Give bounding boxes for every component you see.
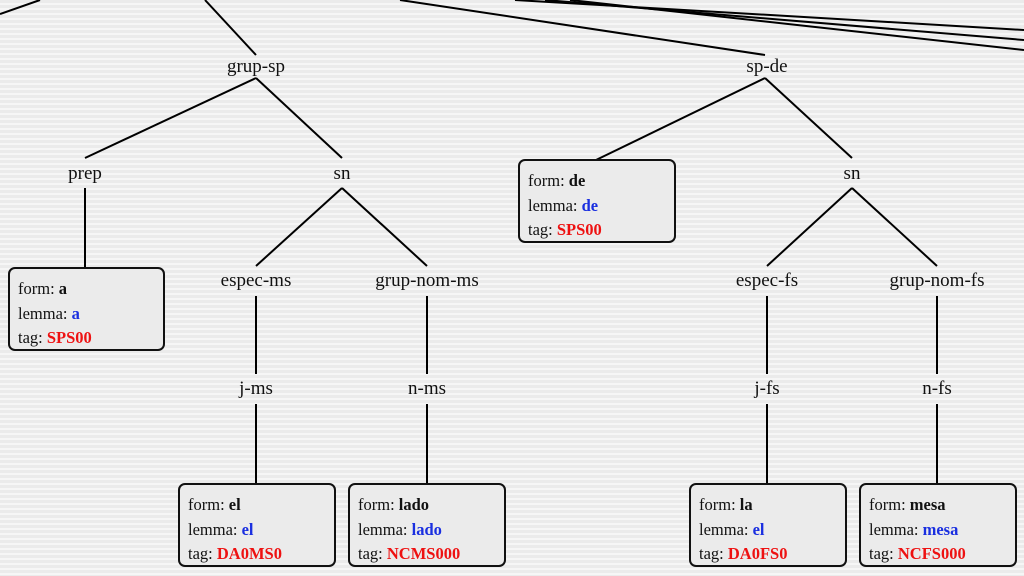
form-key: form: bbox=[18, 279, 55, 298]
node-prep: prep bbox=[68, 163, 102, 184]
lemma-value: de bbox=[581, 195, 599, 215]
edge-sp-de-sn bbox=[764, 77, 853, 159]
node-grup-nom-ms: grup-nom-ms bbox=[375, 270, 479, 291]
tag-key: tag: bbox=[358, 544, 383, 563]
edge-sn-grup-nom-ms bbox=[341, 187, 428, 267]
form-value: lado bbox=[398, 495, 430, 514]
node-sp-de: sp-de bbox=[746, 56, 788, 77]
leaf-lemma-row: lemma: a bbox=[18, 302, 163, 327]
node-grup-nom-fs: grup-nom-fs bbox=[889, 270, 985, 291]
leaf-box-a: form: a lemma: a tag: SPS00 bbox=[8, 267, 165, 351]
node-grup-sp: grup-sp bbox=[226, 56, 286, 77]
node-j-ms: j-ms bbox=[239, 378, 273, 399]
leaf-tag-row: tag: NCFS000 bbox=[869, 542, 1015, 567]
node-j-fs: j-fs bbox=[754, 378, 780, 399]
edge-grup-sp-sn bbox=[255, 77, 343, 159]
form-key: form: bbox=[358, 495, 395, 514]
leaf-lemma-row: lemma: el bbox=[699, 518, 845, 543]
form-key: form: bbox=[528, 171, 565, 190]
tag-key: tag: bbox=[528, 220, 553, 239]
tag-value: DA0FS0 bbox=[727, 544, 788, 563]
lemma-key: lemma: bbox=[358, 519, 408, 539]
lemma-value: a bbox=[71, 303, 80, 323]
form-key: form: bbox=[188, 495, 225, 514]
edge-sn-espec-fs bbox=[766, 187, 853, 267]
node-sn-right: sn bbox=[843, 163, 861, 184]
leaf-tag-row: tag: SPS00 bbox=[18, 326, 163, 351]
leaf-box-el: form: el lemma: el tag: DA0MS0 bbox=[178, 483, 336, 567]
lemma-key: lemma: bbox=[188, 519, 238, 539]
lemma-value: el bbox=[752, 519, 765, 539]
lemma-key: lemma: bbox=[18, 303, 68, 323]
tag-value: SPS00 bbox=[556, 220, 602, 239]
edge-grup-sp-prep bbox=[84, 77, 257, 159]
form-value: a bbox=[58, 279, 68, 298]
lemma-value: mesa bbox=[922, 519, 959, 539]
leaf-tag-row: tag: DA0FS0 bbox=[699, 542, 845, 567]
leaf-form-row: form: la bbox=[699, 493, 845, 518]
leaf-form-row: form: a bbox=[18, 277, 163, 302]
tag-value: NCFS000 bbox=[897, 544, 966, 563]
lemma-value: el bbox=[241, 519, 254, 539]
tag-value: SPS00 bbox=[46, 328, 92, 347]
node-n-ms: n-ms bbox=[408, 378, 446, 399]
form-key: form: bbox=[869, 495, 906, 514]
leaf-form-row: form: de bbox=[528, 169, 674, 194]
tag-key: tag: bbox=[188, 544, 213, 563]
leaf-form-row: form: mesa bbox=[869, 493, 1015, 518]
node-n-fs: n-fs bbox=[922, 378, 952, 399]
lemma-key: lemma: bbox=[869, 519, 919, 539]
form-value: mesa bbox=[909, 495, 946, 514]
tag-key: tag: bbox=[18, 328, 43, 347]
form-value: la bbox=[739, 495, 753, 514]
leaf-lemma-row: lemma: mesa bbox=[869, 518, 1015, 543]
leaf-box-mesa: form: mesa lemma: mesa tag: NCFS000 bbox=[859, 483, 1017, 567]
node-espec-fs: espec-fs bbox=[735, 270, 799, 291]
leaf-form-row: form: el bbox=[188, 493, 334, 518]
leaf-lemma-row: lemma: el bbox=[188, 518, 334, 543]
tag-value: NCMS000 bbox=[386, 544, 461, 563]
leaf-tag-row: tag: DA0MS0 bbox=[188, 542, 334, 567]
form-key: form: bbox=[699, 495, 736, 514]
node-espec-ms: espec-ms bbox=[220, 270, 292, 291]
lemma-key: lemma: bbox=[528, 195, 578, 215]
edge-offscreen-grup-sp bbox=[204, 0, 257, 56]
edge-sn-espec-ms bbox=[255, 187, 343, 267]
tag-value: DA0MS0 bbox=[216, 544, 282, 563]
tag-key: tag: bbox=[869, 544, 894, 563]
leaf-tag-row: tag: NCMS000 bbox=[358, 542, 504, 567]
form-value: de bbox=[568, 171, 586, 190]
leaf-box-lado: form: lado lemma: lado tag: NCMS000 bbox=[348, 483, 506, 567]
lemma-value: lado bbox=[411, 519, 442, 539]
edge-offscreen-sp-de bbox=[399, 0, 766, 56]
leaf-lemma-row: lemma: de bbox=[528, 194, 674, 219]
leaf-tag-row: tag: SPS00 bbox=[528, 218, 674, 243]
leaf-lemma-row: lemma: lado bbox=[358, 518, 504, 543]
leaf-box-la: form: la lemma: el tag: DA0FS0 bbox=[689, 483, 847, 567]
edge-offscreen-a bbox=[0, 0, 41, 15]
edge-sn-grup-nom-fs bbox=[851, 187, 938, 267]
leaf-form-row: form: lado bbox=[358, 493, 504, 518]
lemma-key: lemma: bbox=[699, 519, 749, 539]
tag-key: tag: bbox=[699, 544, 724, 563]
form-value: el bbox=[228, 495, 241, 514]
edge-offscreen-d bbox=[569, 0, 1024, 51]
edge-sp-de-leaf bbox=[595, 77, 766, 161]
leaf-box-de: form: de lemma: de tag: SPS00 bbox=[518, 159, 676, 243]
node-sn-left: sn bbox=[333, 163, 351, 184]
